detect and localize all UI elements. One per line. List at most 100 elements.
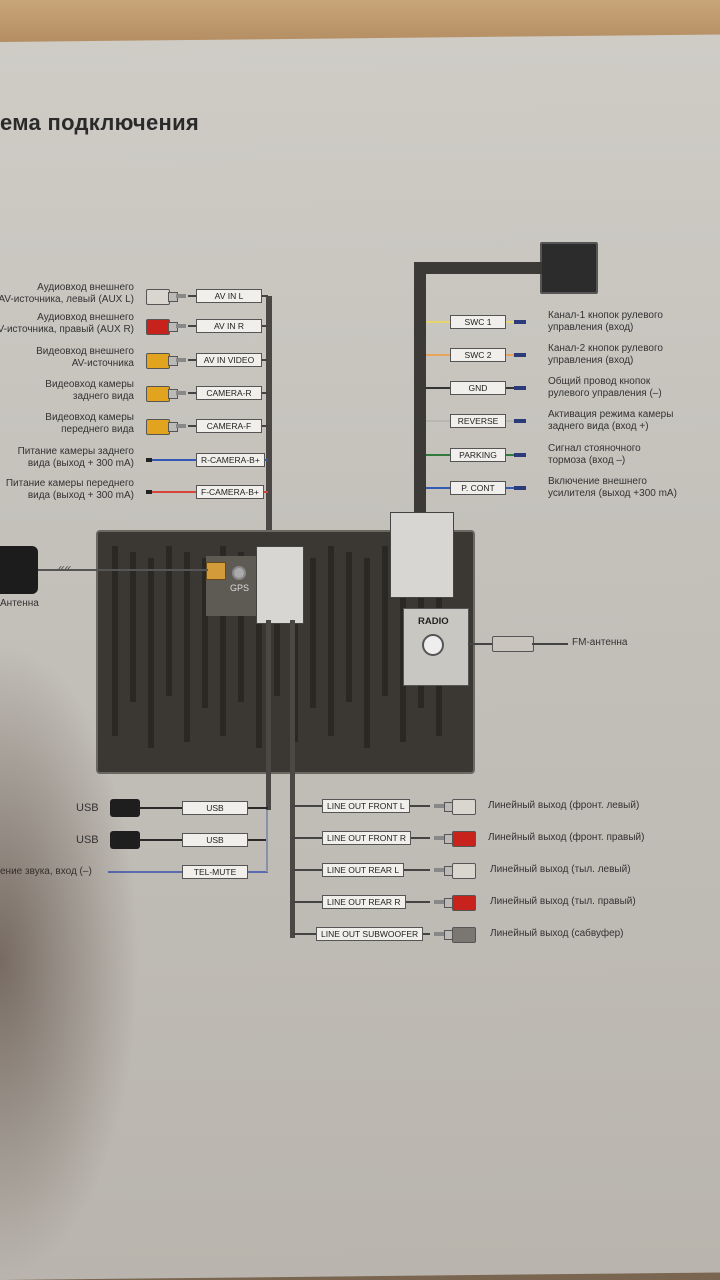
rca-body	[146, 289, 170, 305]
rca-plug-icon	[430, 863, 476, 879]
rca-plug-icon	[146, 289, 190, 305]
heatsink-fin	[364, 558, 370, 748]
heatsink-fin	[148, 558, 154, 748]
wire-end	[514, 320, 526, 324]
wire-tag: USB	[182, 801, 248, 815]
input-description: Видеовход внешнего AV-источника	[36, 346, 134, 369]
rca-body	[452, 895, 476, 911]
output-description: Линейный выход (фронт. правый)	[488, 832, 645, 843]
wire-tag: AV IN L	[196, 289, 262, 303]
heatsink-fin	[130, 552, 136, 702]
output-description: Линейный выход (сабвуфер)	[490, 928, 624, 939]
heatsink-fin	[238, 552, 244, 702]
wire-tag: LINE OUT FRONT L	[322, 799, 410, 813]
rca-pin	[434, 932, 444, 936]
wire-end	[146, 458, 152, 462]
output-description: Линейный выход (тыл. левый)	[490, 864, 631, 875]
input-description: Питание камеры переднего вида (выход + 3…	[5, 478, 134, 501]
heatsink-fin	[256, 558, 262, 748]
fm-cable	[532, 643, 568, 645]
wire-tag: SWC 1	[450, 315, 506, 329]
harness-cable-top	[418, 262, 542, 274]
heatsink-fin	[166, 546, 172, 696]
rca-plug-icon	[146, 353, 190, 369]
rca-pin	[176, 391, 186, 395]
rca-pin	[176, 324, 186, 328]
control-description: Активация режима камеры заднего вида (вх…	[548, 409, 674, 432]
wire-tag: LINE OUT FRONT R	[322, 831, 412, 845]
fm-wire	[468, 643, 494, 645]
rca-body	[146, 353, 170, 369]
wire-end	[146, 490, 152, 494]
control-description: Общий провод кнопок рулевого управления …	[548, 376, 662, 399]
wire-tag: TEL-MUTE	[182, 865, 248, 879]
antenna-label: Антенна	[0, 598, 39, 609]
input-description: Видеовход камеры заднего вида	[45, 379, 134, 402]
control-description: Канал-2 кнопок рулевого управления (вход…	[548, 343, 663, 366]
page-title: ема подключения	[0, 110, 200, 135]
mute-riser	[266, 810, 268, 872]
wire-tag: LINE OUT SUBWOOFER	[316, 927, 424, 941]
wire-tag: GND	[450, 381, 506, 395]
rca-pin	[176, 424, 186, 428]
iso-socket-block	[390, 512, 454, 598]
heatsink-fin	[184, 552, 190, 742]
wire-tag: CAMERA-R	[196, 386, 262, 400]
fm-antenna-label: FM-антенна	[572, 637, 628, 648]
main-connector-block	[256, 546, 304, 624]
heatsink-fin	[202, 558, 208, 708]
rca-body	[146, 386, 170, 402]
rca-body	[452, 863, 476, 879]
heatsink-fin	[346, 552, 352, 702]
fm-plug	[492, 636, 534, 652]
wire-tag: SWC 2	[450, 348, 506, 362]
rca-body	[452, 927, 476, 943]
wire-tag: AV IN VIDEO	[196, 353, 262, 367]
arrow-icon: ««	[58, 561, 72, 575]
harness-cable-vertical	[414, 262, 426, 512]
rca-plug-icon	[430, 831, 476, 847]
wire-tag: CAMERA-F	[196, 419, 262, 433]
rca-pin	[434, 804, 444, 808]
gps-label: GPS	[230, 583, 250, 593]
rca-plug-icon	[146, 386, 190, 402]
wire-tag: PARKING	[450, 448, 506, 462]
rca-pin	[176, 294, 186, 298]
input-description: Видеовход камеры переднего вида	[45, 412, 134, 435]
wire-tag: AV IN R	[196, 319, 262, 333]
iso-connector	[540, 242, 598, 294]
rca-pin	[176, 358, 186, 362]
wire-tag: P. CONT	[450, 481, 506, 495]
heatsink-fin	[220, 546, 226, 736]
rca-body	[452, 831, 476, 847]
input-description: Питание камеры заднего вида (выход + 300…	[17, 446, 134, 469]
wire-tag: F-CAMERA-B+	[196, 485, 264, 499]
rca-plug-icon	[430, 895, 476, 911]
wire-end	[514, 353, 526, 357]
wire-tag: USB	[182, 833, 248, 847]
lineout-trunk-wire	[290, 620, 295, 938]
heatsink-fin	[382, 546, 388, 696]
input-description: Аудиовход внешнего AV-источника, правый …	[0, 312, 134, 335]
hand-shadow	[0, 640, 140, 1280]
wire-tag: REVERSE	[450, 414, 506, 428]
wire-end	[514, 486, 526, 490]
control-description: Сигнал стояночного тормоза (вход –)	[548, 443, 641, 466]
heatsink-fin	[328, 546, 334, 736]
input-description: Аудиовход внешнего AV-источника, левый (…	[0, 282, 134, 305]
wire-end	[514, 419, 526, 423]
gps-antenna-icon	[0, 546, 38, 594]
wire-end	[514, 453, 526, 457]
rca-plug-icon	[430, 799, 476, 815]
gps-connector	[206, 562, 226, 580]
wire-end	[514, 386, 526, 390]
rca-pin	[434, 836, 444, 840]
rca-plug-icon	[146, 419, 190, 435]
rca-plug-icon	[146, 319, 190, 335]
output-description: Линейный выход (тыл. правый)	[490, 896, 636, 907]
control-description: Канал-1 кнопок рулевого управления (вход…	[548, 310, 663, 333]
rca-body	[146, 319, 170, 335]
gps-socket-icon	[232, 566, 246, 580]
rca-body	[146, 419, 170, 435]
wire-tag: LINE OUT REAR L	[322, 863, 405, 877]
